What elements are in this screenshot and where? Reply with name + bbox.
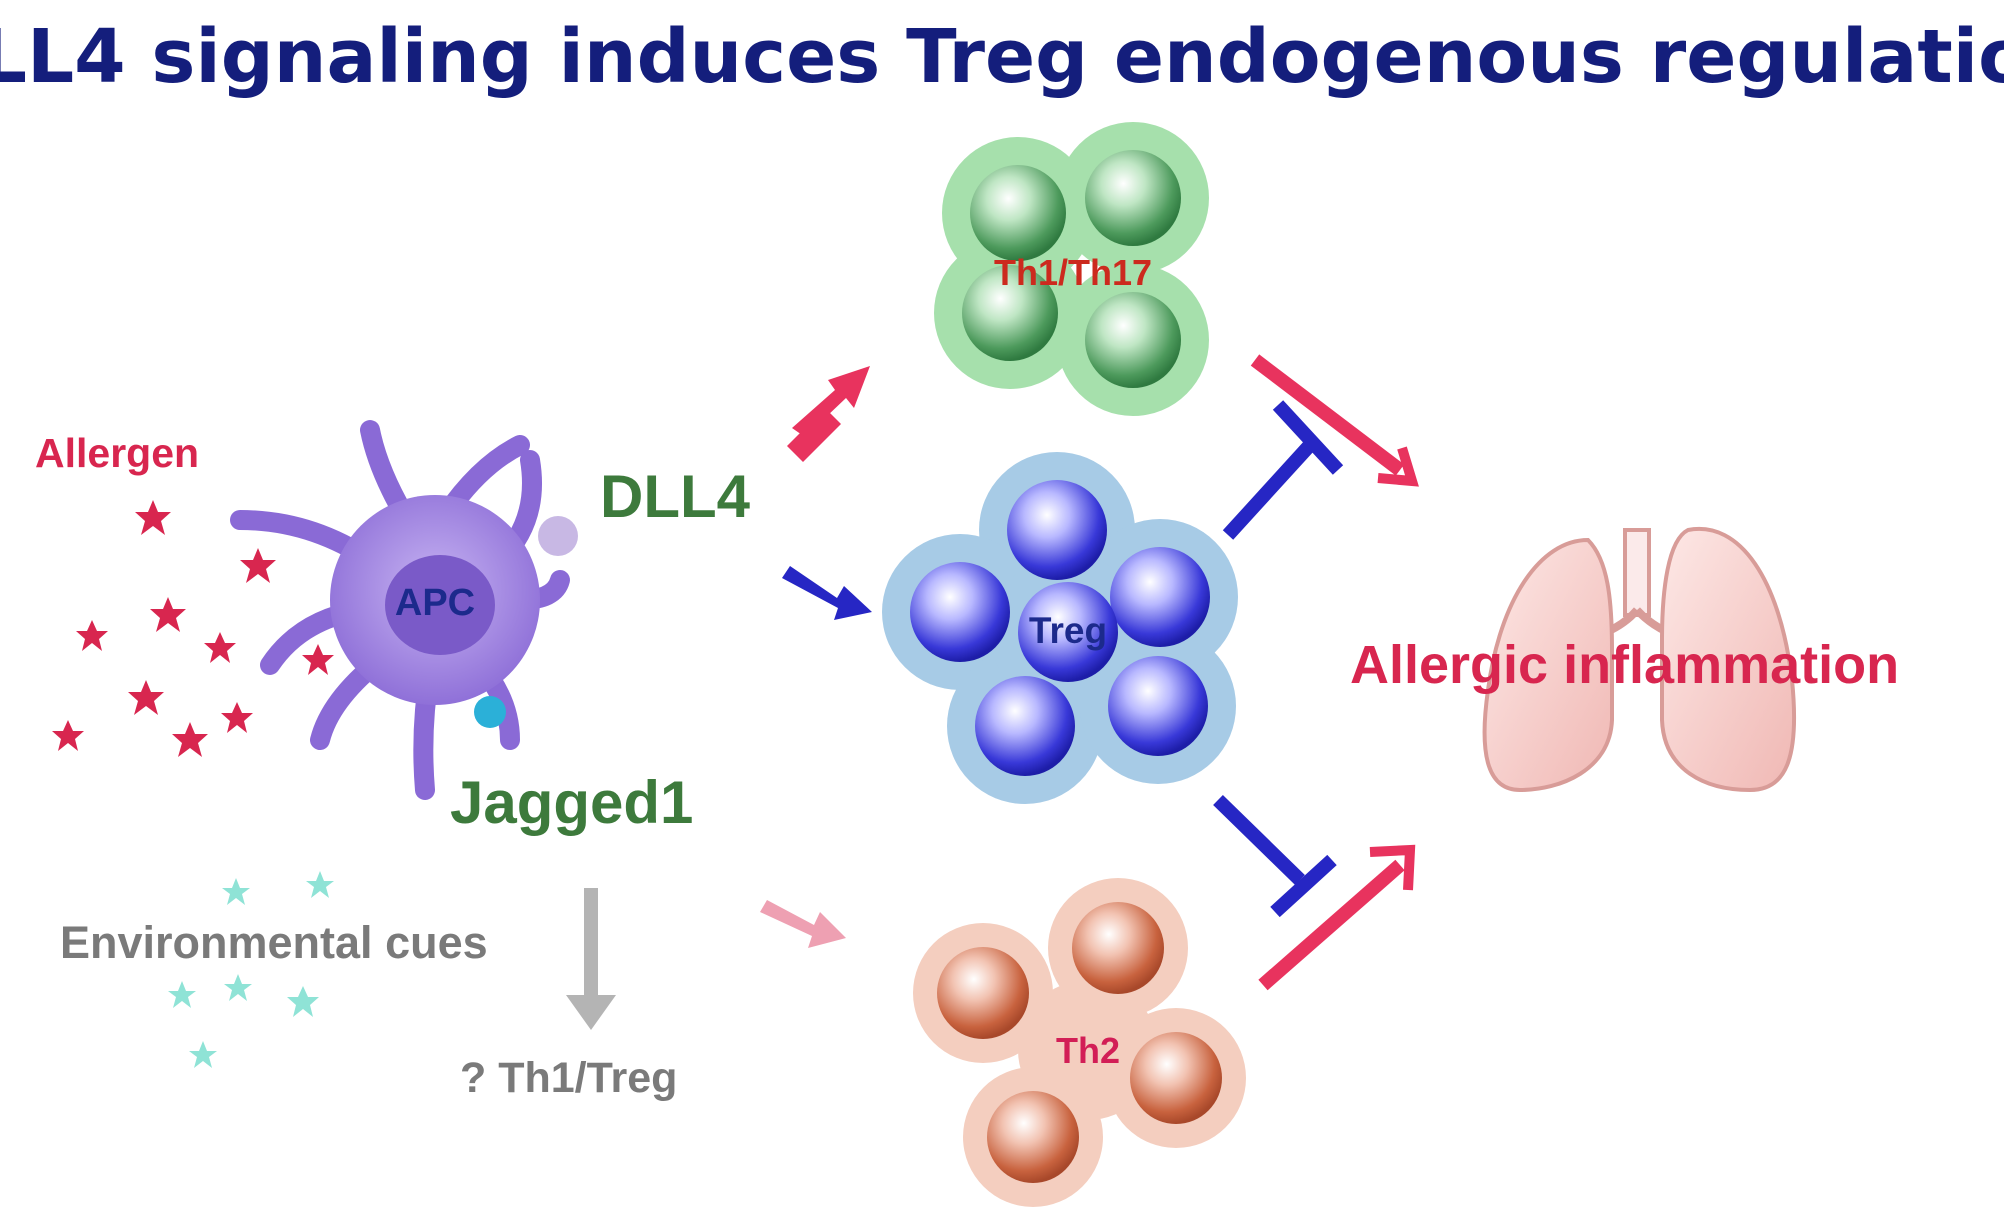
- treg-label: Treg: [1029, 610, 1107, 651]
- gray-down-arrow: [566, 888, 616, 1030]
- allergen-star-icon: [76, 620, 108, 651]
- th1-th17-label: Th1/Th17: [994, 252, 1152, 293]
- allergen-particles: [52, 500, 334, 757]
- treg-inhibits-th2-bar: [1213, 794, 1337, 918]
- th2-cell: [1130, 1032, 1222, 1124]
- th2-cell: [987, 1091, 1079, 1183]
- arrow-to-treg: [782, 566, 872, 620]
- th2-cell: [1072, 902, 1164, 994]
- environmental-star-icon: [189, 1041, 217, 1068]
- allergic-inflammation-label: Allergic inflammation: [1350, 635, 1899, 695]
- allergen-star-icon: [172, 722, 208, 757]
- arrow-to-th2: [760, 884, 846, 948]
- th1-cell: [970, 165, 1066, 261]
- treg-cell: [1018, 582, 1118, 682]
- treg-cell: [1110, 547, 1210, 647]
- allergen-star-icon: [128, 680, 164, 715]
- environmental-particles: [168, 871, 334, 1068]
- th2-cell: [937, 947, 1029, 1039]
- th1-cell: [1085, 150, 1181, 246]
- apc-label: APC: [395, 582, 475, 624]
- th1-cell: [962, 265, 1058, 361]
- allergen-star-icon: [221, 702, 253, 733]
- th2-to-inflammation-arrow: [1258, 844, 1416, 991]
- jagged1-label: Jagged1: [450, 769, 693, 836]
- dll4-label: DLL4: [600, 463, 751, 530]
- th2-cell-cluster: [913, 878, 1246, 1207]
- allergen-star-icon: [240, 548, 276, 583]
- treg-cell: [910, 562, 1010, 662]
- treg-cell: [1108, 656, 1208, 756]
- arrow-to-th1-th17: [787, 366, 870, 462]
- right-lung: [1660, 526, 1797, 793]
- apc-cell: [230, 420, 578, 800]
- th1-treg-question-label: ? Th1/Treg: [460, 1054, 677, 1102]
- apc-receptor-lilac: [538, 516, 578, 556]
- environmental-star-icon: [168, 981, 196, 1008]
- environmental-star-icon: [224, 974, 252, 1001]
- treg-cell: [975, 676, 1075, 776]
- allergen-star-icon: [52, 720, 84, 751]
- allergen-star-icon: [135, 500, 171, 535]
- environmental-star-icon: [287, 986, 319, 1017]
- lungs-icon: [1482, 526, 1797, 793]
- environmental-star-icon: [222, 878, 250, 905]
- allergen-star-icon: [302, 644, 334, 675]
- diagram-title: DLL4 signaling induces Treg endogenous r…: [0, 14, 2004, 100]
- th1-cell: [1085, 292, 1181, 388]
- allergen-star-icon: [204, 632, 236, 663]
- th2-label: Th2: [1056, 1030, 1120, 1071]
- treg-inhibits-th1-bar: [1222, 400, 1344, 540]
- treg-cell-cluster: [882, 452, 1238, 804]
- apc-receptor-cyan: [474, 696, 506, 728]
- th1-to-inflammation-arrow: [1250, 354, 1419, 487]
- th2-cell: [1042, 1004, 1134, 1096]
- treg-cell: [1007, 480, 1107, 580]
- apc-nucleus: [385, 555, 495, 655]
- allergen-label: Allergen: [35, 430, 199, 476]
- th1-th17-cell-cluster: [934, 122, 1209, 416]
- allergen-star-icon: [150, 597, 186, 632]
- environmental-cues-label: Environmental cues: [60, 917, 488, 968]
- left-lung: [1482, 537, 1614, 793]
- environmental-star-icon: [306, 871, 334, 898]
